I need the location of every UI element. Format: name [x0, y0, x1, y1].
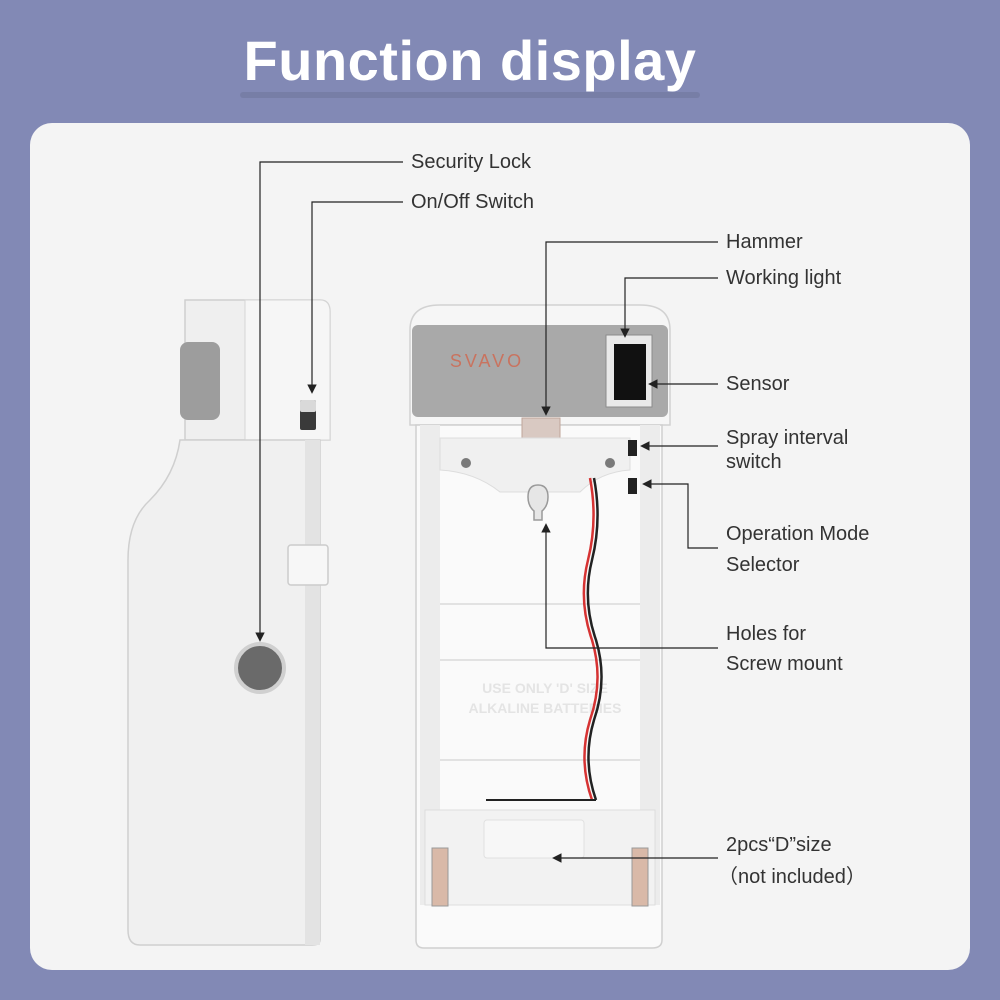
page-title: Function display	[243, 29, 697, 92]
front-grey-panel	[412, 325, 668, 417]
operation-mode-selector	[628, 478, 637, 494]
sensor-window	[614, 344, 646, 400]
leader-on-off-switch	[307, 201, 403, 394]
wire-red	[582, 477, 599, 801]
hammer	[521, 417, 561, 439]
battery-note-line2: ALKALINE BATTERIES	[469, 700, 622, 716]
leader-lines	[255, 161, 718, 863]
label-operation-mode-2: Selector	[726, 554, 800, 576]
battery-contact-right	[631, 847, 649, 907]
label-working-light: Working light	[726, 267, 842, 289]
wire-black	[586, 477, 603, 801]
label-operation-mode-1: Operation Mode	[726, 523, 870, 545]
spray-interval-switch	[628, 440, 637, 456]
screw-mount-hole	[527, 484, 549, 521]
title-underline	[240, 92, 700, 98]
label-battery-2: （not included）	[718, 866, 866, 888]
leader-screw-mount	[541, 523, 718, 649]
label-security-lock: Security Lock	[411, 151, 532, 173]
side-grey-panel	[180, 342, 220, 420]
device-front-view: SVAVO USE ONLY 'D' SIZE ALKALINE BATTERI…	[409, 304, 671, 949]
label-battery-1: 2pcs“D”size	[726, 834, 832, 856]
label-spray-interval-1: Spray interval	[726, 427, 849, 449]
leader-hammer	[541, 241, 718, 416]
brand-logo: SVAVO	[450, 351, 524, 371]
leader-security-lock	[255, 161, 403, 642]
battery-contact-left	[431, 847, 449, 907]
label-holes-2: Screw mount	[726, 653, 843, 675]
label-sensor: Sensor	[726, 373, 790, 395]
label-holes-1: Holes for	[726, 623, 807, 645]
label-spray-interval-2: switch	[726, 451, 782, 473]
leader-working-light	[620, 277, 718, 338]
leader-operation-mode	[642, 479, 718, 549]
label-on-off-switch: On/Off Switch	[411, 191, 535, 213]
label-hammer: Hammer	[726, 231, 803, 253]
device-side-view	[127, 299, 331, 946]
battery-note-line1: USE ONLY 'D' SIZE	[482, 680, 608, 696]
security-lock	[234, 642, 286, 694]
